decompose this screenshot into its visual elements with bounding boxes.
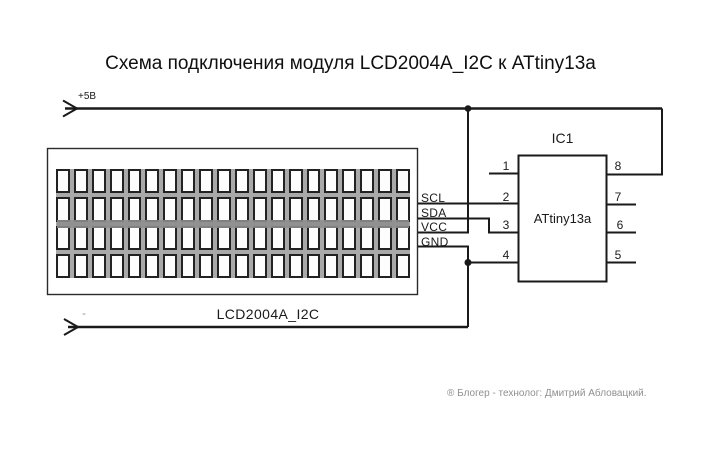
lcd-cell bbox=[217, 169, 231, 194]
ic-pin-number-6: 6 bbox=[616, 218, 624, 232]
lcd-cell bbox=[324, 169, 339, 194]
lcd-grid-separator bbox=[57, 220, 409, 228]
ic-pin-number-5: 5 bbox=[614, 248, 622, 262]
lcd-cell bbox=[252, 169, 267, 194]
ic-pin-number-7: 7 bbox=[614, 190, 622, 204]
lcd-cell bbox=[163, 253, 178, 278]
ic-pin-number-1: 1 bbox=[502, 159, 510, 173]
lcd-cell bbox=[270, 169, 285, 194]
attribution-text: ® Блогер - технолог: Дмитрий Абловацкий. bbox=[447, 388, 647, 399]
junction-dot-gnd bbox=[464, 259, 472, 266]
lcd-cell bbox=[199, 253, 214, 278]
lcd-cell bbox=[163, 169, 178, 194]
lcd-cell bbox=[288, 253, 303, 278]
lcd-cell bbox=[252, 253, 267, 278]
lcd-cell bbox=[199, 169, 214, 194]
lcd-module-box bbox=[46, 147, 419, 296]
ic-pin-number-3: 3 bbox=[502, 218, 510, 232]
lcd-cell bbox=[396, 253, 410, 278]
lcd-module-label: LCD2004A_I2C bbox=[216, 306, 320, 322]
lcd-cell bbox=[306, 169, 321, 194]
lcd-cell bbox=[91, 253, 106, 278]
lcd-pin-label-vcc: VCC bbox=[421, 220, 448, 234]
lcd-cell bbox=[109, 169, 124, 194]
wire-pin8 bbox=[607, 108, 663, 176]
power-rail-label: +5В bbox=[78, 91, 97, 102]
lcd-cell bbox=[91, 169, 106, 194]
ground-minus-label: - bbox=[82, 306, 86, 320]
lcd-cell bbox=[360, 253, 375, 278]
lcd-cell bbox=[324, 253, 339, 278]
lcd-cell bbox=[145, 169, 160, 194]
lcd-cell bbox=[378, 253, 393, 278]
wire-sda bbox=[418, 217, 518, 234]
lcd-cell bbox=[306, 253, 321, 278]
lcd-cell bbox=[234, 253, 249, 278]
junction-dot-vcc bbox=[464, 105, 472, 112]
diagram-title: Схема подключения модуля LCD2004A_I2C к … bbox=[105, 53, 596, 74]
lcd-cell bbox=[127, 169, 142, 194]
lcd-cell bbox=[56, 169, 70, 194]
lcd-cell bbox=[378, 169, 393, 194]
ic-body bbox=[517, 154, 608, 283]
lcd-cell bbox=[342, 253, 357, 278]
lcd-cell bbox=[56, 253, 70, 278]
ic-pin-number-4: 4 bbox=[502, 248, 510, 262]
lcd-cell bbox=[342, 169, 357, 194]
lcd-cell bbox=[73, 253, 88, 278]
lcd-cell bbox=[234, 169, 249, 194]
lcd-pin-label-sda: SDA bbox=[421, 206, 447, 220]
lcd-cell bbox=[127, 253, 142, 278]
lcd-cell bbox=[73, 169, 88, 194]
ic-pin-number-8: 8 bbox=[614, 159, 622, 173]
ground-arrow-icon bbox=[63, 318, 79, 336]
lcd-cell bbox=[145, 253, 160, 278]
wire-gnd bbox=[418, 245, 469, 327]
lcd-cell bbox=[288, 169, 303, 194]
ic-part-label: ATtiny13a bbox=[533, 211, 592, 226]
ic-pin-number-2: 2 bbox=[502, 190, 510, 204]
lcd-pin-label-scl: SCL bbox=[421, 191, 446, 205]
lcd-cell bbox=[109, 253, 124, 278]
lcd-cell bbox=[360, 169, 375, 194]
power-arrow-icon bbox=[62, 99, 78, 118]
lcd-cell bbox=[181, 169, 196, 194]
lcd-cell bbox=[181, 253, 196, 278]
wire-vcc bbox=[418, 108, 469, 234]
lcd-cell bbox=[270, 253, 285, 278]
ic-designator: IC1 bbox=[551, 130, 574, 146]
lcd-cell bbox=[396, 169, 410, 194]
lcd-pin-label-gnd: GND bbox=[421, 235, 449, 249]
lcd-cell bbox=[217, 253, 231, 278]
